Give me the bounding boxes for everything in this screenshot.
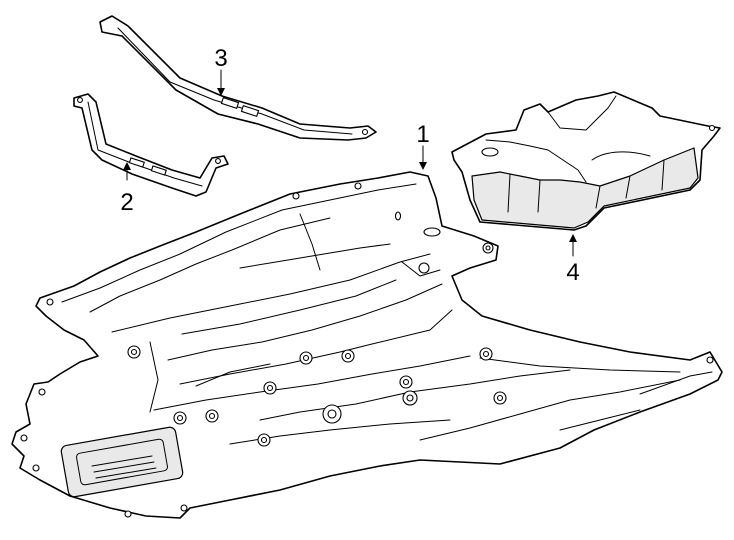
part-3-bracket[interactable] xyxy=(99,15,377,141)
part-2-bracket[interactable] xyxy=(73,93,229,197)
leader-3 xyxy=(217,69,225,96)
part-1-undercover[interactable] xyxy=(11,171,723,519)
leader-1 xyxy=(419,145,427,170)
callout-4: 4 xyxy=(566,259,579,286)
leader-4 xyxy=(569,234,577,257)
leader-2 xyxy=(123,162,131,181)
callout-2: 2 xyxy=(120,189,133,216)
callout-3: 3 xyxy=(214,45,227,72)
callout-1: 1 xyxy=(416,121,429,148)
part-4-tray[interactable] xyxy=(451,91,721,231)
